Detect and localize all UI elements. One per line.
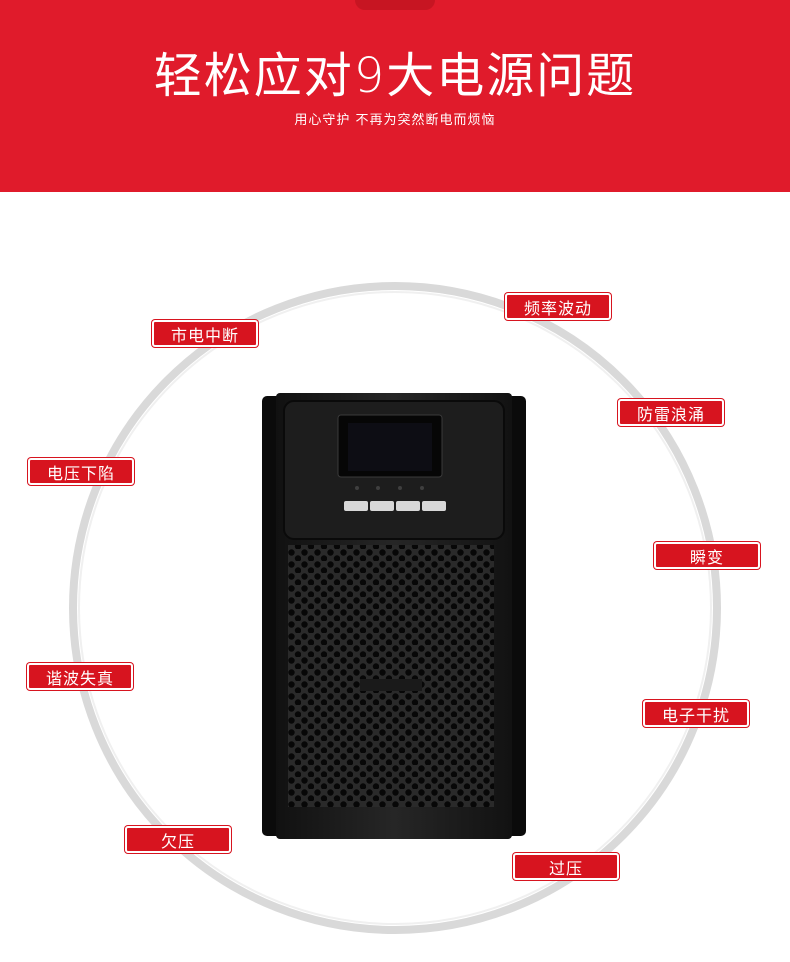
problem-tag-lightning-surge: 防雷浪涌 — [618, 399, 724, 426]
header-banner: 轻松应对9大电源问题 用心守护 不再为突然断电而烦恼 — [0, 0, 790, 192]
ups-device-image — [262, 393, 526, 839]
problem-ring — [69, 282, 721, 934]
page-subtitle: 用心守护 不再为突然断电而烦恼 — [294, 113, 496, 128]
banner-notch — [355, 0, 435, 10]
problem-tag-transient: 瞬变 — [654, 542, 760, 569]
problem-tag-harmonic-distortion: 谐波失真 — [27, 663, 133, 690]
problem-tag-voltage-sag: 电压下陷 — [28, 458, 134, 485]
problem-tag-frequency-fluctuation: 频率波动 — [505, 293, 611, 320]
page-title: 轻松应对9大电源问题 — [153, 48, 637, 104]
problem-tag-overvoltage: 过压 — [513, 853, 619, 880]
problem-tag-power-outage: 市电中断 — [152, 320, 258, 347]
problem-tag-undervoltage: 欠压 — [125, 826, 231, 853]
problem-tag-electronic-interference: 电子干扰 — [643, 700, 749, 727]
